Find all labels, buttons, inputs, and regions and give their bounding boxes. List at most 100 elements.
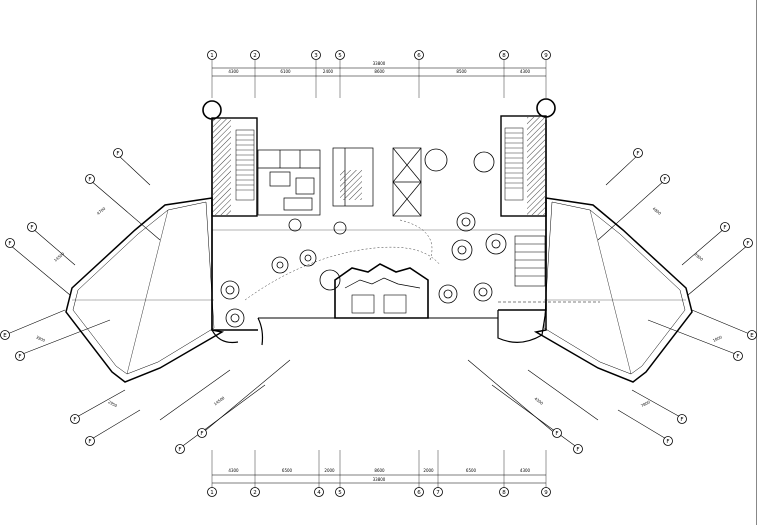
right-wing-dimension-lines [467,154,753,449]
left-wing-axis-marker: F [5,238,15,248]
bottom-total-dimension: 33800 [373,477,386,482]
left-wing-axis-marker: F [85,436,95,446]
svg-text:1: 1 [210,490,214,496]
entrance-bays [211,309,547,346]
left-wing-dimension-value: 4700 [96,205,107,215]
svg-text:F: F [555,431,558,437]
drawing-frame-border [756,0,757,525]
left-wing-dimension-value: 3900 [35,334,46,343]
left-wing-dimension-value: 14500 [213,395,226,407]
svg-text:F: F [178,447,181,453]
top-dimension-value: 8500 [456,69,467,74]
svg-text:8: 8 [502,53,506,59]
right-wing-dimension-value: 2800 [694,252,705,262]
bottom-axis-marker: 7 [433,487,443,497]
bottom-axis-marker: 1 [207,487,217,497]
left-wing-dimension-value: 2950 [107,399,118,408]
svg-text:9: 9 [544,490,548,496]
svg-text:E: E [750,333,754,339]
svg-text:F: F [200,431,203,437]
left-wing-dimension-value: 14500 [53,251,66,263]
bottom-axis-marker: 6 [414,487,424,497]
bottom-axis-marker: 9 [541,487,551,497]
right-wing-axis-marker: E [747,330,757,340]
left-wing-axis-marker: F [85,174,95,184]
bottom-dimension-value: 2000 [324,468,335,473]
svg-text:F: F [88,439,91,445]
bottom-dimension-value: 6500 [466,468,477,473]
right-wing-dimension-value: 7800 [640,399,651,408]
bottom-axis-marker: 5 [335,487,345,497]
top-axis-marker: 5 [335,50,345,60]
bottom-axis-marker: 2 [250,487,260,497]
left-wing-axis-marker: F [113,148,123,158]
left-wing-axis-marker: F [70,414,80,424]
svg-text:F: F [736,354,739,360]
svg-text:E: E [3,333,7,339]
svg-text:F: F [73,417,76,423]
svg-text:9: 9 [544,53,548,59]
top-dimension-group [212,67,546,77]
left-wing-axis-marker: F [27,222,37,232]
left-wing-axis-marker: F [175,444,185,454]
right-wing-outline [533,197,693,383]
left-wing-axis-marker: E [0,330,10,340]
right-wing-dimension-value: 1800 [712,334,723,343]
top-dimension-value: 8600 [374,69,385,74]
top-axis-marker: 2 [250,50,260,60]
top-axis-marker: 8 [499,50,509,60]
svg-text:F: F [30,225,33,231]
right-wing-axis-marker: F [677,414,687,424]
top-dimension-value: 6100 [280,69,291,74]
svg-text:1: 1 [210,53,214,59]
svg-text:F: F [666,439,669,445]
service-rooms [257,147,422,217]
svg-text:2: 2 [253,53,257,59]
central-curved-stage [244,219,441,319]
left-wing-dimension-lines [4,154,291,449]
top-dimension-value: 4300 [228,69,239,74]
right-wing-axis-marker: F [733,351,743,361]
top-axis-marker: 3 [311,50,321,60]
svg-text:6: 6 [417,53,421,59]
svg-text:7: 7 [436,490,440,496]
right-wing-axis-marker: F [633,148,643,158]
top-total-dimension: 33800 [373,61,386,66]
top-dimension-labels: 4300 6100 2400 8600 8500 4300 [228,69,530,74]
left-wing-axis-marker: F [197,428,207,438]
left-stair-tower [202,100,258,217]
svg-text:3: 3 [314,53,318,59]
svg-text:F: F [636,151,639,157]
svg-text:F: F [746,241,749,247]
right-wing-axis-marker: F [720,222,730,232]
left-wing-axis-marker: F [15,351,25,361]
svg-text:F: F [663,177,666,183]
svg-text:F: F [680,417,683,423]
bottom-axis-group: 1 2 4 5 6 7 8 9 [207,450,551,497]
top-dimension-value: 2400 [323,69,334,74]
svg-text:F: F [723,225,726,231]
bottom-dimension-value: 4300 [520,468,531,473]
left-wing-outline [65,197,225,383]
svg-text:F: F [116,151,119,157]
right-wing-dimension-value: 4300 [534,396,545,406]
right-wing-axis-marker: F [743,238,753,248]
bottom-axis-marker: 4 [314,487,324,497]
right-wing-axis-marker: F [660,174,670,184]
bottom-dimension-value: 8600 [374,468,385,473]
top-axis-marker: 6 [414,50,424,60]
bottom-axis-marker: 8 [499,487,509,497]
svg-text:F: F [8,241,11,247]
bottom-dimension-group [212,474,546,484]
right-wing-axis-marker: F [552,428,562,438]
right-wing-axis-marker: F [663,436,673,446]
right-wing-axis-marker: F [573,444,583,454]
top-dimension-value: 4300 [520,69,531,74]
bottom-dimension-value: 4300 [228,468,239,473]
svg-text:8: 8 [502,490,506,496]
bottom-dimension-value: 2000 [423,468,434,473]
svg-text:5: 5 [338,490,342,496]
top-axis-marker: 9 [541,50,551,60]
left-wing-axis-markers: F F F F E F F F F F 4700 14500 3900 2950 14500 [0,148,226,454]
